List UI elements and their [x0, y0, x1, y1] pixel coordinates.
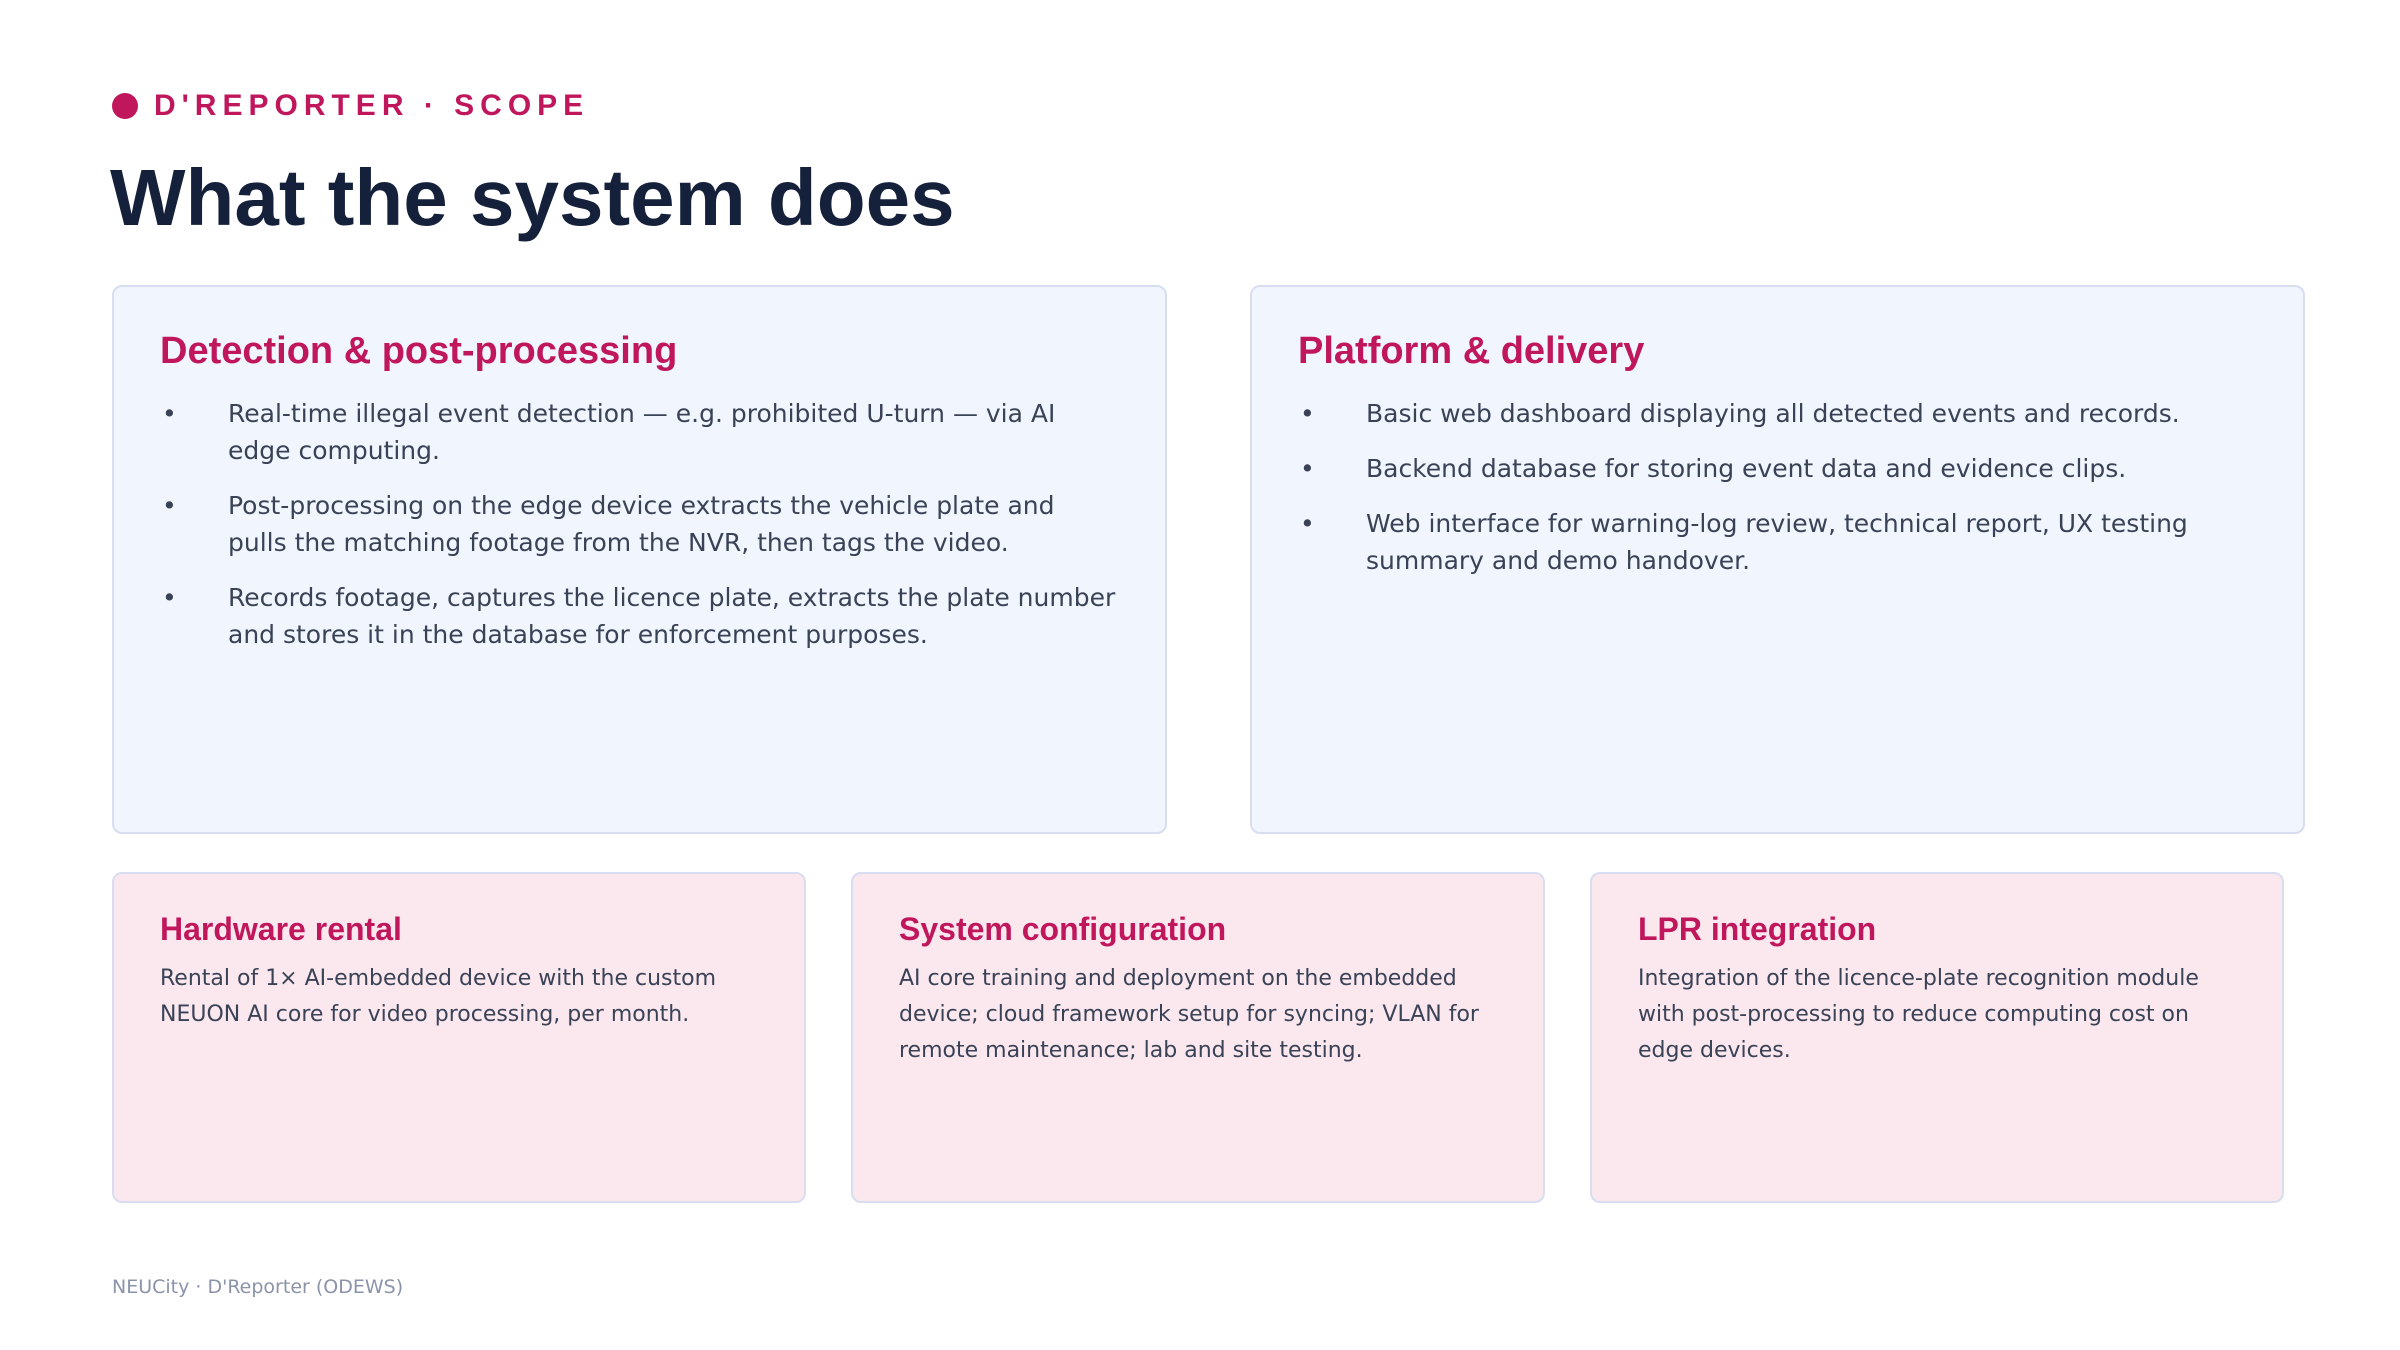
card-body-hardware: Rental of 1× AI-embedded device with the… [160, 966, 717, 1027]
list-item-text: Web interface for warning-log review, te… [1366, 509, 2188, 575]
list-item: • Real-time illegal event detection — e.g… [160, 395, 1119, 469]
footer-text: NEUCity · D'Reporter (ODEWS) [112, 1276, 404, 1298]
card-title-detection: Detection & post-processing [160, 330, 678, 372]
bullet-icon: • [1300, 454, 1315, 483]
list-item: • Backend database for storing event data… [1298, 450, 2257, 487]
bullet-icon: • [1300, 509, 1315, 538]
bullet-icon: • [162, 491, 177, 520]
list-item: • Post-processing on the edge device extr… [160, 487, 1119, 561]
accent-dot-icon [112, 93, 138, 119]
list-item: • Web interface for warning-log review, t… [1298, 505, 2257, 579]
card-body-configuration: AI core training and deployment on the e… [899, 966, 1479, 1063]
card-title-configuration: System configuration [899, 911, 1227, 947]
card-platform: Platform & delivery • Basic web dashboard… [1250, 285, 2305, 834]
card-title-platform: Platform & delivery [1298, 330, 1645, 372]
list-item-text: Basic web dashboard displaying all detec… [1366, 399, 2180, 428]
list-item-text: Records footage, captures the licence pl… [228, 583, 1116, 649]
card-system-configuration: System configuration AI core training an… [851, 872, 1545, 1203]
list-item-text: Post-processing on the edge device extra… [228, 491, 1055, 557]
list-item: • Records footage, captures the licence p… [160, 579, 1119, 653]
page-title: What the system does [110, 153, 955, 242]
card-hardware-rental: Hardware rental Rental of 1× AI-embedded… [112, 872, 806, 1203]
eyebrow-text: D'REPORTER · SCOPE [154, 89, 590, 122]
card-detection: Detection & post-processing • Real-time i… [112, 285, 1167, 834]
bullet-icon: • [162, 399, 177, 428]
bullet-icon: • [1300, 399, 1315, 428]
card-lpr-integration: LPR integration Integration of the licen… [1590, 872, 2284, 1203]
list-item-text: Backend database for storing event data … [1366, 454, 2127, 483]
card-title-lpr: LPR integration [1638, 911, 1877, 947]
list-item-text: Real-time illegal event detection — e.g.… [228, 399, 1056, 465]
detection-list: • Real-time illegal event detection — e.g… [160, 395, 1119, 653]
section-eyebrow: D'REPORTER · SCOPE [112, 88, 589, 124]
platform-list: • Basic web dashboard displaying all dete… [1298, 395, 2257, 579]
card-body-lpr: Integration of the licence-plate recogni… [1638, 966, 2199, 1063]
list-item: • Basic web dashboard displaying all dete… [1298, 395, 2257, 432]
card-title-hardware: Hardware rental [160, 911, 402, 947]
bullet-icon: • [162, 583, 177, 612]
